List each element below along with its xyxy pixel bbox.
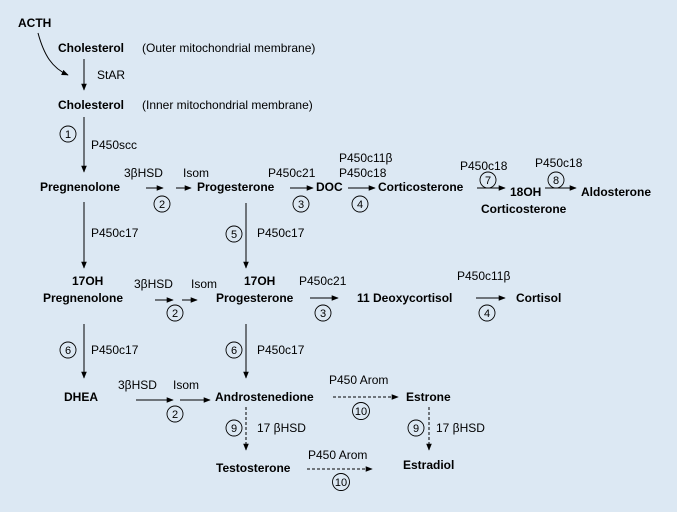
enzyme-p450c17: P450c17 (91, 226, 139, 240)
cholesterol-inner-label: Cholesterol (58, 98, 124, 112)
outer-membrane-label: (Outer mitochondrial membrane) (142, 41, 315, 55)
step-number: 6 (231, 345, 237, 357)
step-number: 4 (484, 308, 490, 320)
enzyme-p450scc: P450scc (91, 138, 137, 152)
enzyme-p450c18: P450c18 (460, 159, 508, 173)
step-number: 10 (335, 477, 347, 489)
enzyme-3bhsd: 3βHSD (124, 166, 163, 180)
cholesterol-outer-label: Cholesterol (58, 41, 124, 55)
enzyme-p450c17: P450c17 (257, 343, 305, 357)
step-circle (352, 402, 370, 420)
step-number: 7 (485, 175, 491, 187)
step-circle (225, 419, 243, 437)
step-circle (166, 405, 184, 423)
acth-label: ACTH (18, 16, 51, 30)
inner-membrane-label: (Inner mitochondrial membrane) (142, 98, 313, 112)
doc-label: DOC (316, 180, 343, 194)
androstenedione-label: Androstenedione (215, 390, 314, 404)
step-number: 5 (231, 229, 237, 241)
step-circle (59, 125, 77, 143)
estrone-label: Estrone (406, 390, 451, 404)
11-deoxycortisol-label: 11 Deoxycortisol (357, 291, 452, 305)
step-number: 3 (320, 308, 326, 320)
acth-arrow (37, 32, 69, 76)
18oh-corticosterone-label: 18OH (510, 185, 541, 199)
step-circle (166, 304, 184, 322)
enzyme-p450c11b: P450c11β (339, 151, 392, 165)
step-number: 2 (172, 308, 178, 320)
enzyme-p450c17: P450c17 (257, 226, 305, 240)
enzyme-17bhsd: 17 βHSD (436, 421, 485, 435)
testosterone-label: Testosterone (216, 461, 291, 475)
enzyme-17bhsd: 17 βHSD (257, 421, 306, 435)
step-number: 4 (357, 199, 363, 211)
progesterone-label: Progesterone (197, 180, 275, 194)
enzyme-isom: Isom (191, 277, 217, 291)
enzyme-p450c11b: P450c11β (457, 269, 510, 283)
enzyme-p450c21: P450c21 (268, 166, 316, 180)
step-number: 1 (65, 129, 71, 141)
step-number: 9 (231, 423, 237, 435)
step-number: 9 (413, 423, 419, 435)
17oh-pregnenolone-label: 17OH (72, 274, 103, 288)
step-circle (479, 171, 497, 189)
enzyme-isom: Isom (183, 166, 209, 180)
17oh-progesterone-label-line2: Progesterone (216, 291, 294, 305)
enzyme-p450c17: P450c17 (91, 343, 139, 357)
enzyme-3bhsd: 3βHSD (134, 277, 173, 291)
step-circle (314, 304, 332, 322)
enzyme-isom: Isom (173, 378, 199, 392)
step-circle (478, 304, 496, 322)
step-number: 2 (159, 199, 165, 211)
enzyme-star: StAR (97, 68, 125, 82)
step-circle (153, 195, 171, 213)
enzyme-p450c21: P450c21 (299, 274, 347, 288)
enzyme-p450-arom: P450 Arom (329, 373, 388, 387)
step-circle (547, 171, 565, 189)
step-circle (407, 419, 425, 437)
step-number: 8 (553, 175, 559, 187)
corticosterone-label: Corticosterone (378, 180, 464, 194)
enzyme-p450c18: P450c18 (535, 156, 583, 170)
step-circle (332, 473, 350, 491)
dhea-label: DHEA (64, 390, 98, 404)
step-circle (225, 225, 243, 243)
aldosterone-label: Aldosterone (581, 185, 651, 199)
18oh-corticosterone-label-line2: Corticosterone (481, 202, 567, 216)
step-number: 6 (65, 345, 71, 357)
step-number: 10 (355, 406, 367, 418)
enzyme-3bhsd: 3βHSD (118, 378, 157, 392)
step-circle (292, 195, 310, 213)
estradiol-label: Estradiol (403, 458, 454, 472)
step-number: 3 (298, 199, 304, 211)
step-circle (351, 195, 369, 213)
17oh-progesterone-label: 17OH (244, 274, 275, 288)
enzyme-p450c18: P450c18 (339, 166, 387, 180)
step-circle (59, 341, 77, 359)
pregnenolone-label: Pregnenolone (40, 180, 120, 194)
cortisol-label: Cortisol (516, 291, 561, 305)
enzyme-p450-arom: P450 Arom (308, 448, 367, 462)
step-circle (225, 341, 243, 359)
step-number: 2 (172, 409, 178, 421)
17oh-pregnenolone-label-line2: Pregnenolone (43, 291, 123, 305)
